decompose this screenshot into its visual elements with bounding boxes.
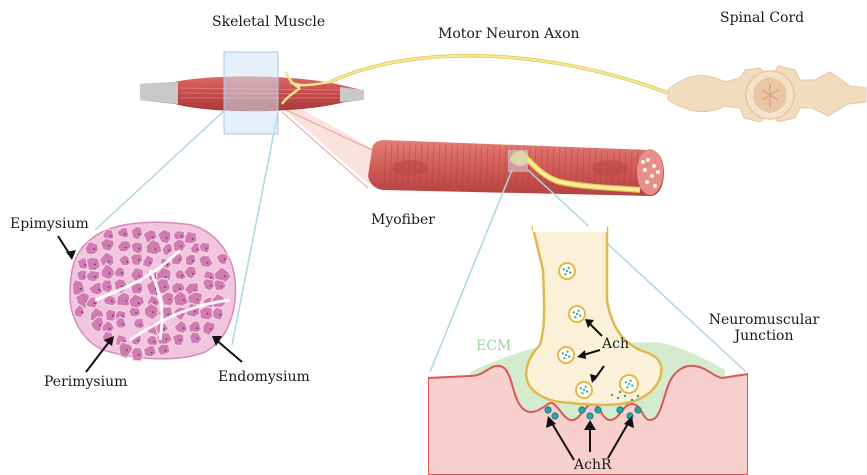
myofiber [368,140,664,196]
label-achr: AchR [574,457,612,473]
label-perimysium: Perimysium [44,374,127,390]
label-myofiber: Myofiber [371,212,435,228]
label-ecm: ECM [476,338,511,354]
muscle-cross-section [70,222,236,361]
label-endomysium: Endomysium [218,369,310,385]
zoom-wedge-myofiber [282,108,375,185]
label-motor-neuron-axon: Motor Neuron Axon [438,26,580,42]
label-ach: Ach [602,336,629,352]
label-nmj-line1: Neuromuscular [704,312,824,328]
muscle-zoom-box [224,52,278,134]
spinal-cord [668,66,866,122]
skeletal-muscle [140,52,364,134]
label-spinal-cord: Spinal Cord [720,10,804,26]
motor-neuron-axon [330,56,705,99]
label-skeletal-muscle: Skeletal Muscle [212,14,325,30]
label-neuromuscular-junction: Neuromuscular Junction [704,312,824,344]
label-epimysium: Epimysium [10,216,89,232]
label-nmj-line2: Junction [704,328,824,344]
